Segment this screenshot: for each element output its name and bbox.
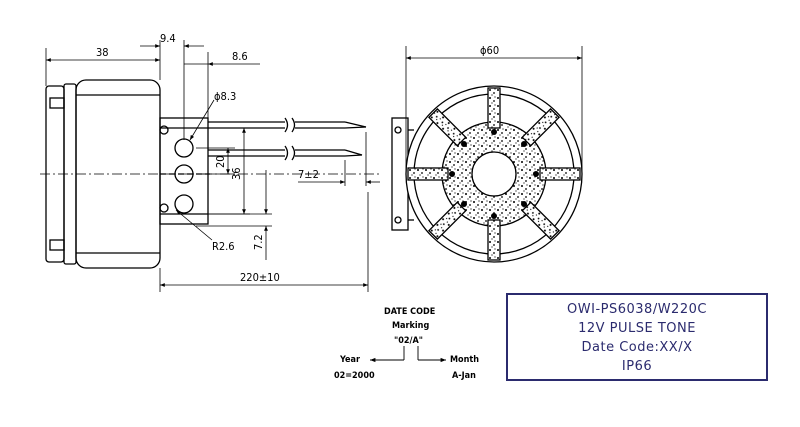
label-date-code: Date Code:XX/X xyxy=(581,340,693,355)
side-dimension-lines xyxy=(45,40,380,292)
terminal-dots xyxy=(449,129,539,219)
front-view xyxy=(391,85,583,263)
dim-9-4: 9.4 xyxy=(160,32,176,45)
front-dimension-lines xyxy=(405,46,583,172)
spokes xyxy=(407,87,581,261)
product-label-box: OWI-PS6038/W220C 12V PULSE TONE Date Cod… xyxy=(506,293,768,381)
dim-phi8-3: ϕ8.3 xyxy=(214,90,236,103)
date-code-year-example: 02=2000 xyxy=(334,371,375,381)
date-code-marking: Marking xyxy=(392,321,429,331)
dim-r2-6: R2.6 xyxy=(212,240,235,253)
dim-36: 36 xyxy=(230,167,243,180)
date-code-month-example: A-Jan xyxy=(452,371,476,381)
dim-phi60: ϕ60 xyxy=(480,44,499,57)
date-code-title: DATE CODE xyxy=(384,307,435,317)
date-code-legend: DATE CODE Marking "02/A" Year 02=2000 Mo… xyxy=(334,307,479,381)
date-code-month-label: Month xyxy=(450,355,479,365)
dim-7-pm-2: 7±2 xyxy=(298,168,319,181)
dim-7-2: 7.2 xyxy=(252,234,265,250)
label-ip-rating: IP66 xyxy=(621,359,653,374)
dim-8-6: 8.6 xyxy=(232,50,248,63)
label-spec: 12V PULSE TONE xyxy=(578,321,696,336)
dim-20: 20 xyxy=(214,155,227,168)
dim-38: 38 xyxy=(96,46,109,59)
dim-220-pm-10: 220±10 xyxy=(240,271,280,284)
label-model: OWI-PS6038/W220C xyxy=(567,302,707,317)
date-code-sample: "02/A" xyxy=(394,336,423,346)
side-view xyxy=(40,79,380,269)
date-code-year-label: Year xyxy=(339,355,360,365)
